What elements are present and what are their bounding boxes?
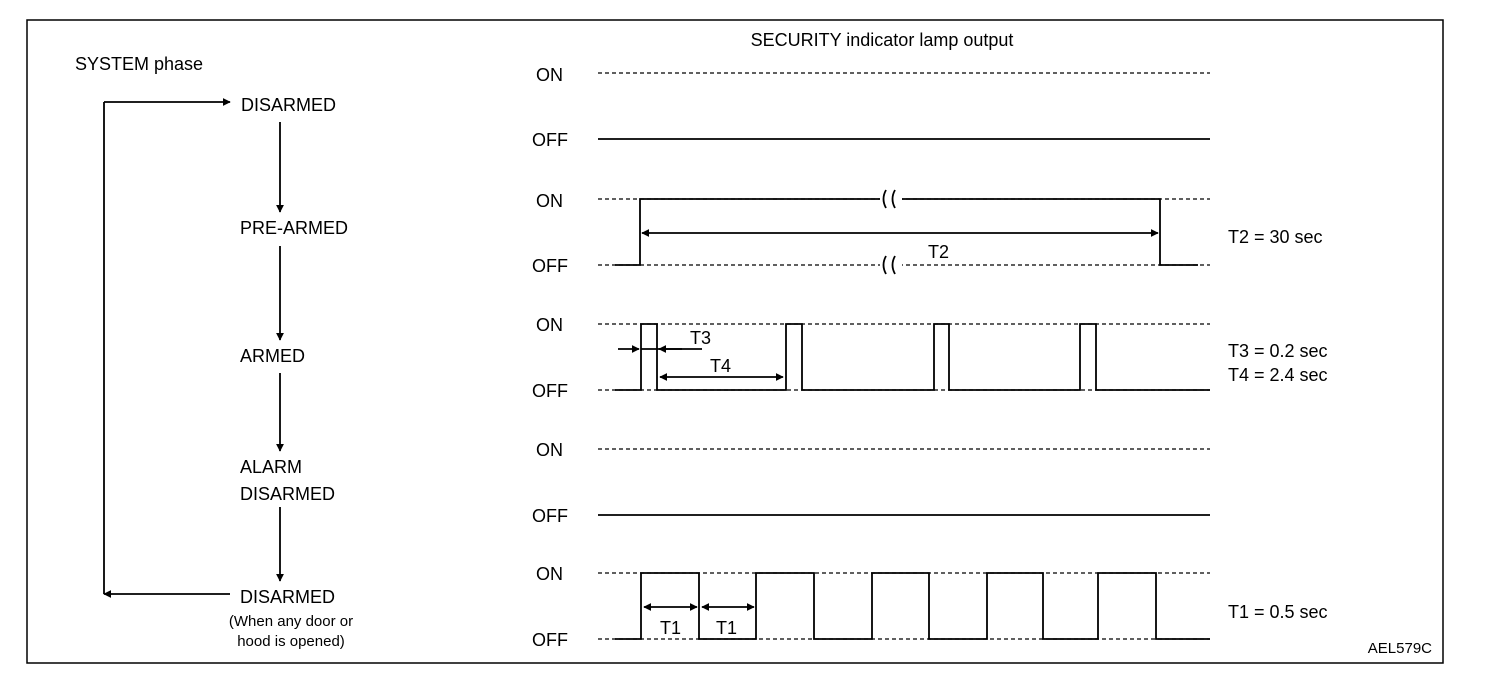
phase-alarm-disarmed-label: DISARMED xyxy=(240,484,335,504)
phase-note-line1: (When any door or xyxy=(229,613,353,630)
level-off-5: OFF xyxy=(532,630,568,650)
t1-mark-2: T1 xyxy=(716,618,737,638)
reference-code: AEL579C xyxy=(1368,640,1432,657)
phase-disarmed-open-label: DISARMED xyxy=(240,587,335,607)
row3-waveform xyxy=(615,323,1210,391)
row5-waveform xyxy=(615,572,1210,640)
t3-mark: T3 xyxy=(690,328,711,348)
level-on-4: ON xyxy=(536,440,563,460)
level-on-1: ON xyxy=(536,65,563,85)
level-on-2: ON xyxy=(536,191,563,211)
level-off-4: OFF xyxy=(532,506,568,526)
timing-t3-value: T3 = 0.2 sec xyxy=(1228,341,1328,361)
level-on-5: ON xyxy=(536,564,563,584)
row2-waveform xyxy=(615,198,1198,266)
diagram-title: SECURITY indicator lamp output xyxy=(751,30,1014,50)
phase-heading: SYSTEM phase xyxy=(75,54,203,74)
level-off-3: OFF xyxy=(532,381,568,401)
level-on-3: ON xyxy=(536,315,563,335)
row2-break-mark-top xyxy=(882,189,896,209)
phase-armed-label: ARMED xyxy=(240,346,305,366)
level-off-1: OFF xyxy=(532,130,568,150)
timing-t4-value: T4 = 2.4 sec xyxy=(1228,365,1328,385)
t1-mark-1: T1 xyxy=(660,618,681,638)
phase-disarmed-label: DISARMED xyxy=(241,95,336,115)
phase-pre-armed-label: PRE-ARMED xyxy=(240,218,348,238)
row2-break-bottom-gap xyxy=(880,256,902,274)
t4-mark: T4 xyxy=(710,356,731,376)
level-off-2: OFF xyxy=(532,256,568,276)
t2-mark: T2 xyxy=(928,242,949,262)
timing-t2-value: T2 = 30 sec xyxy=(1228,227,1323,247)
phase-alarm-label: ALARM xyxy=(240,457,302,477)
row2-break-mark-bottom xyxy=(882,255,896,275)
row2-break-top-gap xyxy=(880,190,902,208)
timing-t1-value: T1 = 0.5 sec xyxy=(1228,602,1328,622)
phase-note-line2: hood is opened) xyxy=(237,633,345,650)
diagram-frame xyxy=(26,19,1444,664)
